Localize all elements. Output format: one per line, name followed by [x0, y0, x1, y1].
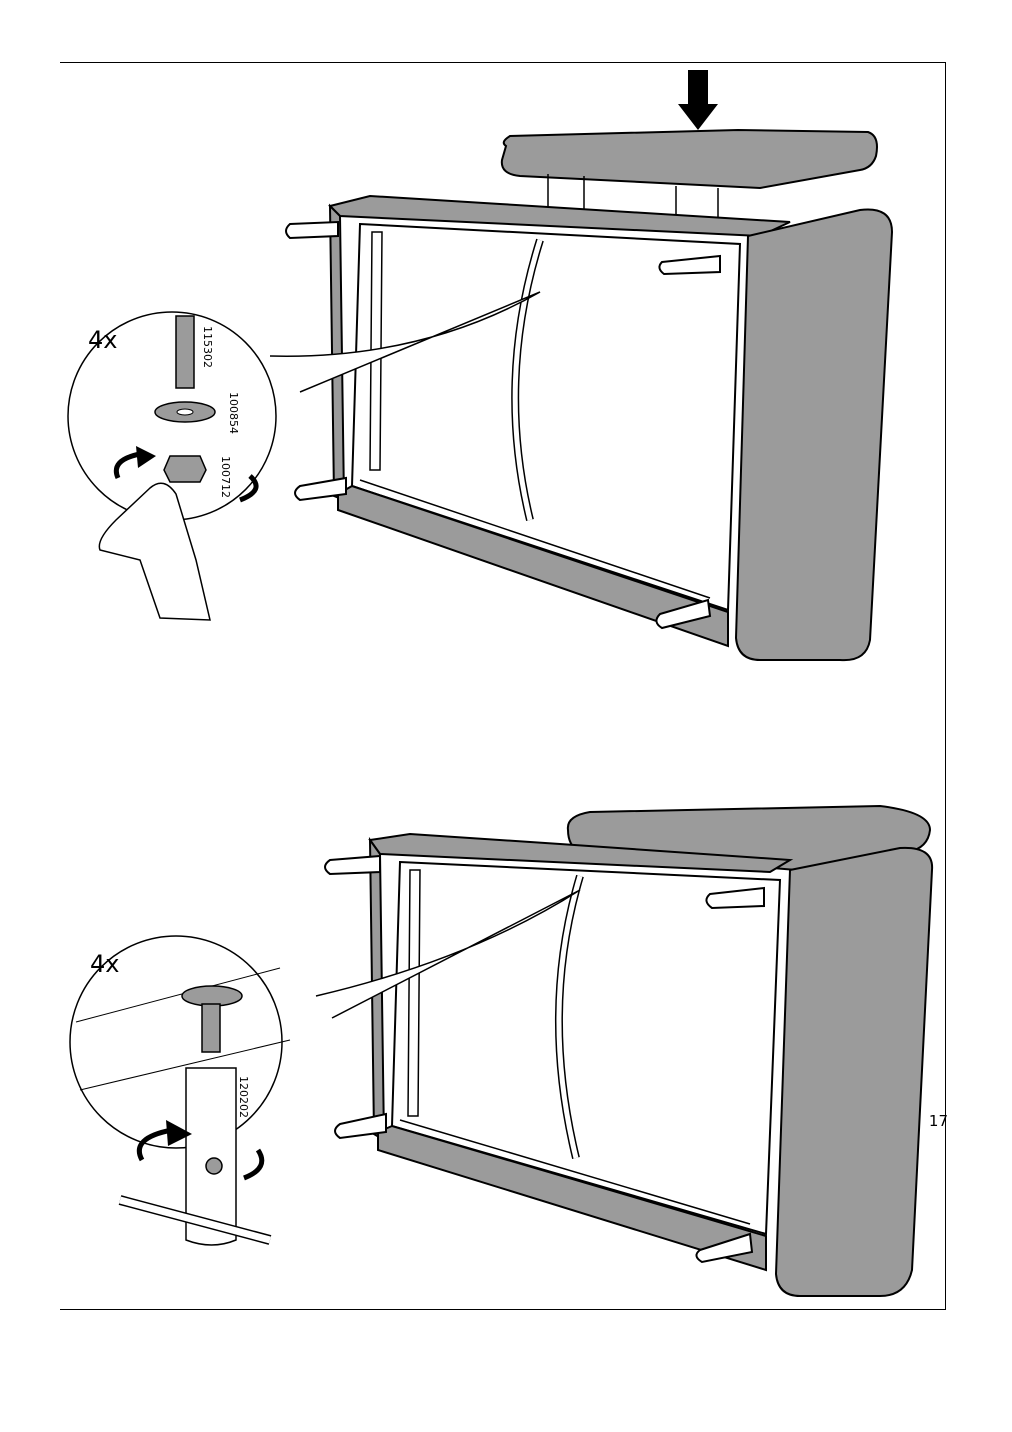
- adjustable-bolt-icon: [181, 985, 243, 1007]
- hand-icon: [98, 482, 211, 621]
- frame-top-rule: [60, 62, 946, 63]
- step2-quantity: 4x: [90, 950, 120, 978]
- sofa-frame-assembled: [324, 804, 934, 1297]
- step1-detail-callout: [67, 291, 541, 621]
- bolt-icon: [175, 315, 195, 389]
- frame-right-rule: [945, 62, 946, 1310]
- hex-key-tool-icon: [185, 1067, 237, 1246]
- frame-bottom-rule: [60, 1309, 946, 1310]
- step2-part-hex-key: 120202: [237, 1076, 250, 1118]
- seat-cushion-top: [500, 128, 878, 190]
- step1-quantity: 4x: [88, 326, 118, 354]
- page-number: 17: [928, 1112, 948, 1130]
- nut-icon: [163, 455, 207, 483]
- step2-detail-callout: [69, 889, 581, 1246]
- down-arrow-icon: [678, 70, 718, 130]
- sofa-frame: [285, 194, 894, 662]
